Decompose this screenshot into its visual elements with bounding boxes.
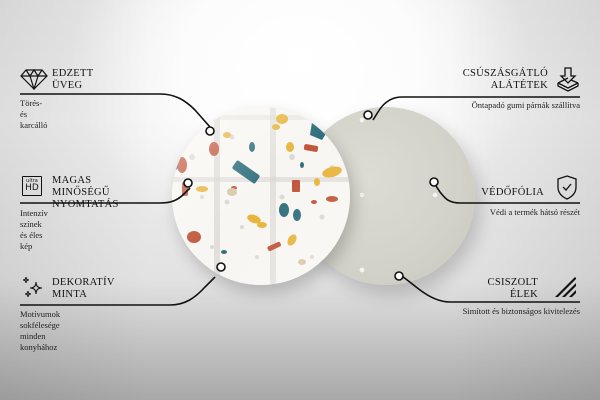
sparkles-icon: [22, 276, 43, 298]
ultra-hd-icon: ultra HD: [22, 176, 42, 196]
shield-check-icon: [557, 175, 577, 200]
feature-title: MAGAS MINŐSÉGŰ NYOMTATÁS: [52, 175, 119, 210]
connector-dot: [363, 110, 373, 120]
connector-dot: [216, 262, 226, 272]
rubber-pad: [359, 267, 365, 273]
rubber-pad: [359, 117, 365, 123]
rubber-pad: [359, 192, 365, 198]
feature-title: CSÚSZÁSGÁTLÓ ALÁTÉTEK: [462, 68, 548, 91]
connector-dot: [429, 177, 439, 187]
polished-edge-icon: [555, 277, 576, 297]
feature-description: Öntapadó gumi párnák szállítva: [471, 100, 580, 110]
coaster-front-terrazzo: [172, 107, 350, 285]
connector-dot: [205, 126, 215, 136]
connector-dot: [183, 178, 193, 188]
feature-description: Intenzív színek és éles kép: [20, 208, 48, 251]
feature-title: VÉDŐFÓLIA: [481, 187, 544, 198]
terrazzo-pattern: [172, 107, 350, 285]
feature-description: Törés- és karcálló: [20, 98, 48, 130]
feature-title: DEKORATÍV MINTA: [52, 277, 115, 300]
diamond-icon: [20, 68, 48, 90]
rubber-pad: [432, 192, 438, 198]
anti-slip-pad-icon: [557, 67, 579, 92]
feature-description: Simított és biztonságos kivitelezés: [462, 306, 580, 316]
feature-description: Motívumok sokfélesége minden konyhához: [20, 309, 61, 352]
feature-description: Védi a termék hátsó részét: [489, 207, 580, 217]
feature-title: CSISZOLT ÉLEK: [487, 277, 538, 300]
connector-dot: [394, 271, 404, 281]
feature-title: EDZETT ÜVEG: [52, 68, 94, 91]
